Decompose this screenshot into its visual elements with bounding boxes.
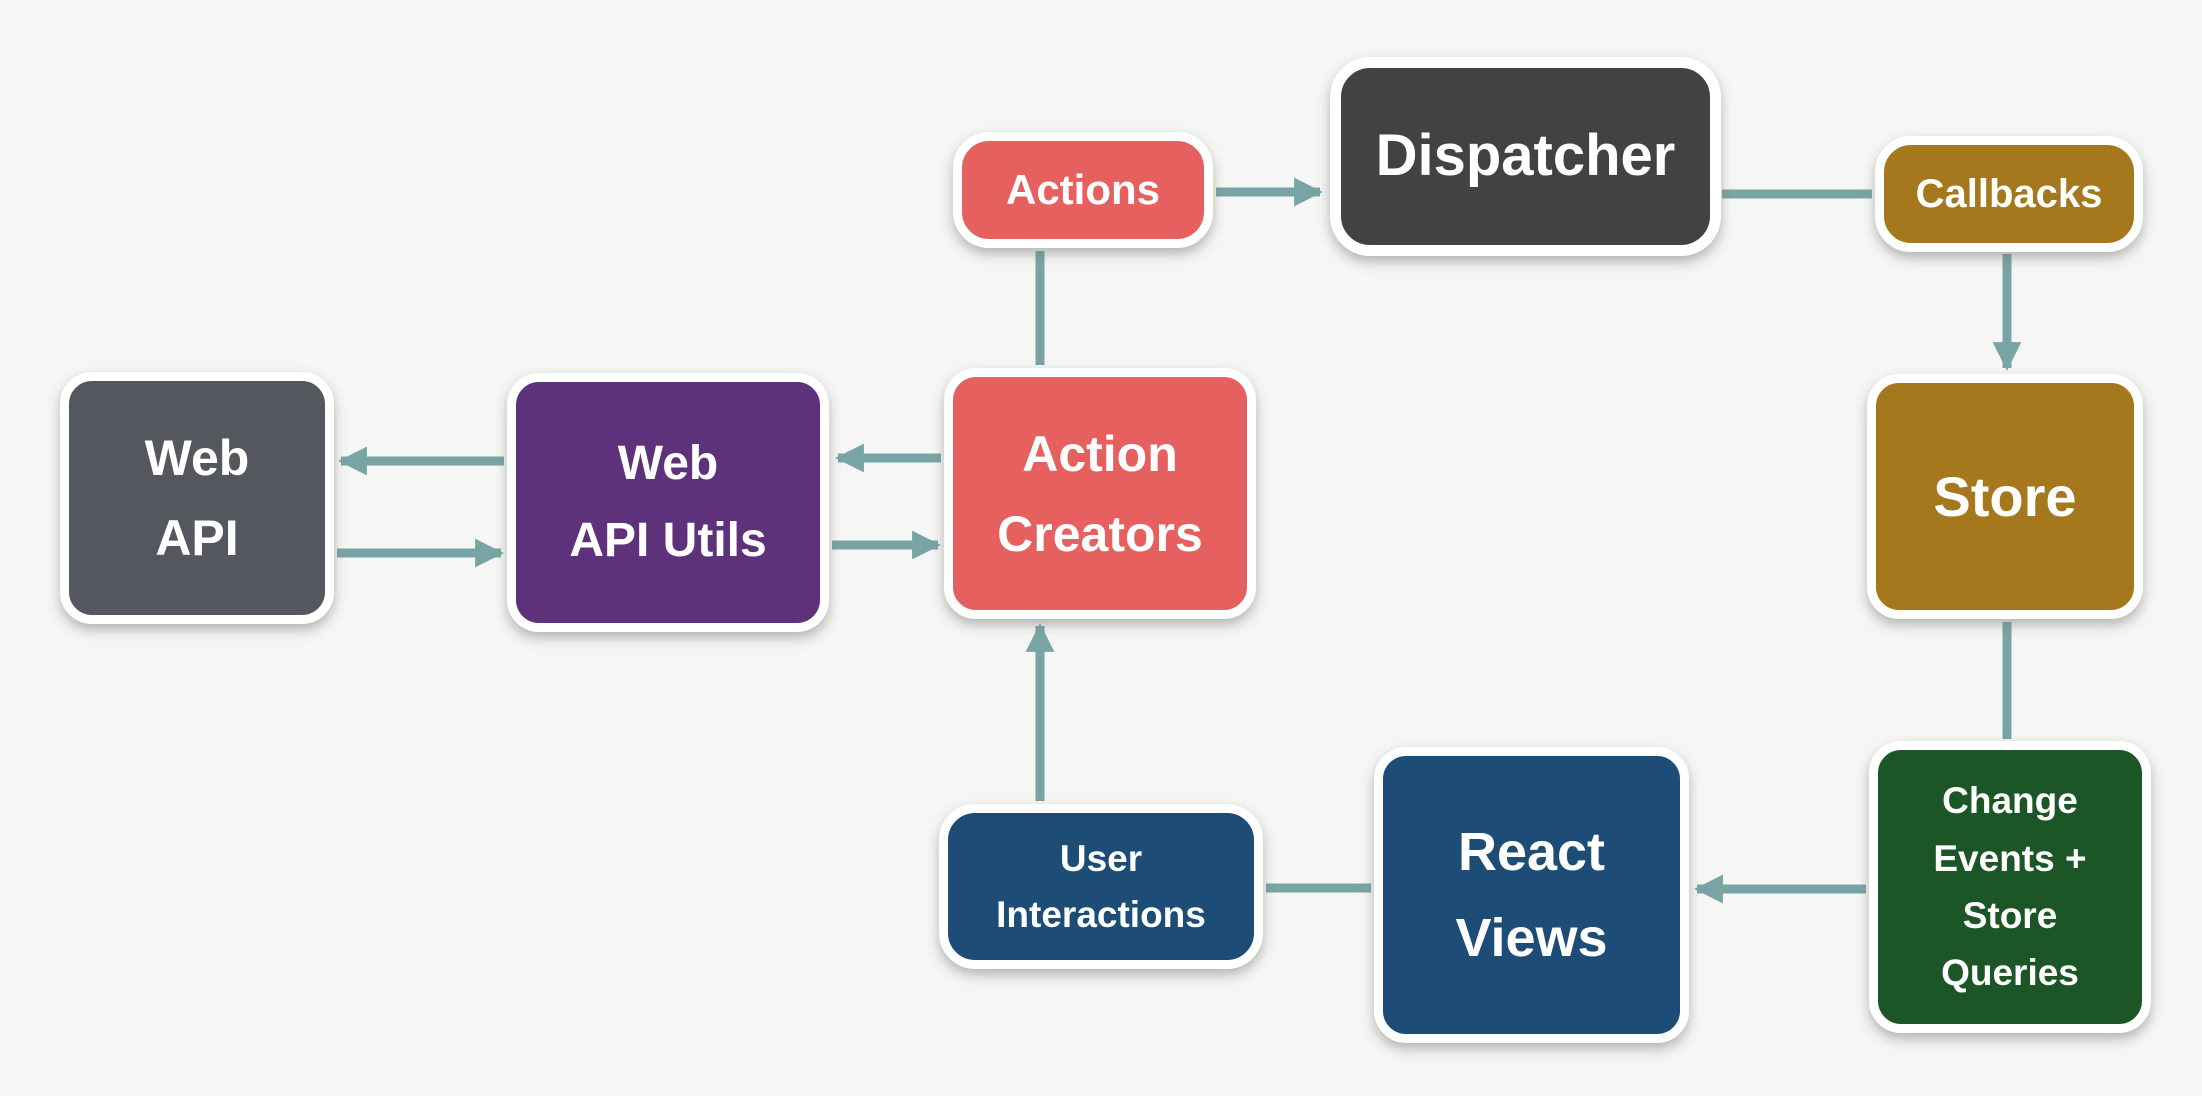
node-web-api-utils: Web API Utils: [507, 373, 829, 632]
node-user-interactions: User Interactions: [939, 804, 1263, 969]
node-store: Store: [1867, 374, 2143, 619]
node-callbacks-label: Callbacks: [1915, 172, 2103, 216]
node-callbacks: Callbacks: [1875, 136, 2143, 252]
node-dispatcher-label: Dispatcher: [1375, 123, 1676, 189]
node-actions-label: Actions: [1005, 166, 1160, 214]
node-react-views-label: React Views: [1455, 821, 1608, 968]
node-web-api-utils-label: Web API Utils: [569, 436, 767, 567]
node-react-views: React Views: [1374, 747, 1689, 1043]
node-web-api: Web API: [60, 372, 334, 624]
node-store-label: Store: [1933, 464, 2077, 528]
node-user-interactions-label: User Interactions: [996, 838, 1206, 935]
node-change-events-store-queries-label: Change Events + Store Queries: [1933, 780, 2087, 994]
node-action-creators-label: Action Creators: [997, 425, 1203, 562]
node-web-api-label: Web API: [144, 430, 250, 566]
node-actions: Actions: [953, 132, 1213, 248]
node-dispatcher: Dispatcher: [1330, 57, 1721, 256]
node-change-events-store-queries: Change Events + Store Queries: [1869, 741, 2151, 1033]
node-action-creators: Action Creators: [944, 368, 1256, 619]
